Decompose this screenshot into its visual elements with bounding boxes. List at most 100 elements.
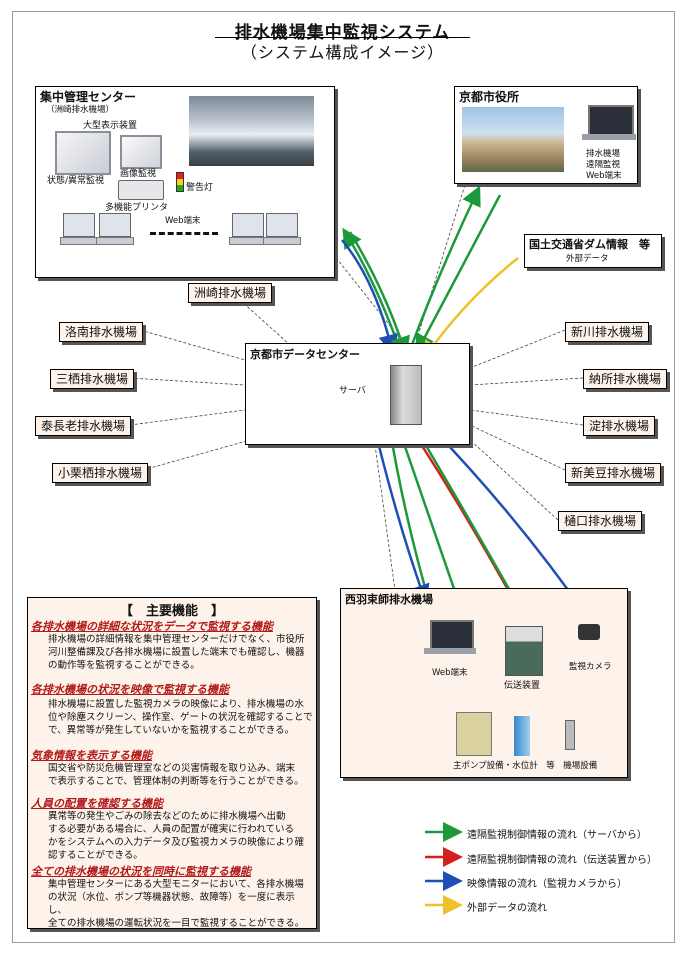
feature-line: 排水機場に設置した監視カメラの映像により、排水機場の水	[48, 699, 304, 710]
feature-heading-1: 各排水機場の詳細な状況をデータで監視する機能	[31, 620, 273, 633]
data-center-box	[245, 343, 470, 445]
laptop-icon	[430, 620, 474, 650]
legend-item-blue: 映像情報の流れ（監視カメラから）	[467, 879, 627, 890]
feature-line: 河川整備課及び各排水機場に設置した端末でも確認し、機器	[48, 647, 305, 658]
keyboard-icon	[96, 237, 134, 245]
feature-line: 集中管理センターにある大型モニターにおいて、各排水機場	[48, 879, 304, 890]
external-data-title: 国土交通省ダム情報 等	[529, 238, 650, 251]
legend-item-yellow: 外部データの流れ	[467, 903, 547, 914]
laptop-icon	[588, 105, 634, 137]
feature-heading-2: 各排水機場の状況を映像で監視する機能	[31, 683, 229, 696]
station-ogurusu: 小栗栖排水機場	[52, 463, 149, 483]
title-underline	[215, 37, 470, 38]
arrow-blue-to-datacenter	[341, 239, 399, 355]
legend-item-red: 遠隔監視制御情報の流れ（伝送装置から）	[467, 855, 657, 866]
feature-heading-3: 気象情報を表示する機能	[31, 749, 152, 762]
arrow-green-from-cityoffice	[415, 194, 502, 355]
keyboard-icon	[229, 237, 267, 245]
station-web-terminal-label: Web端末	[432, 668, 468, 678]
printer-label: 多機能プリンタ	[105, 203, 169, 213]
printer-icon	[118, 180, 164, 200]
city-terminal-line3: Web端末	[586, 171, 622, 181]
city-terminal-line2: 遠隔監視	[586, 160, 621, 170]
control-room-photo	[189, 96, 314, 166]
city-hall-photo	[462, 107, 564, 172]
camera-icon	[578, 624, 600, 640]
arrow-blue-to-web	[376, 441, 430, 605]
pump-panel-icon	[456, 712, 492, 756]
page-title: 排水機場集中監視システム	[234, 23, 451, 43]
arrow-green-from-center	[348, 231, 410, 357]
equipment-icon	[565, 720, 575, 750]
control-center-subtitle: （洲崎排水機場）	[46, 105, 115, 115]
pc-icon	[63, 213, 95, 237]
warning-light-label: 警告灯	[186, 183, 214, 193]
data-center-title: 京都市データセンター	[250, 348, 360, 361]
station-yodo: 淀排水機場	[583, 416, 656, 436]
feature-line: の動作等を監視することができる。	[48, 660, 200, 671]
feature-body-4: 異常等の発生やごみの除去などのために排水機場へ出動 する必要がある場合に、人員の…	[48, 810, 313, 862]
feature-line: 全ての排水機場の運転状況を一目で監視することができる。	[48, 918, 305, 929]
feature-body-1: 排水機場の詳細情報を集中管理センターだけでなく、市役所 河川整備課及び各排水機場…	[48, 633, 313, 672]
transmitter-label: 伝送装置	[504, 681, 541, 691]
large-display-label: 大型表示装置	[83, 121, 138, 131]
station-hiroguchi: 樋口排水機場	[558, 511, 643, 531]
feature-line: で表示することで、管理体制の判断等を行うことができる。	[48, 776, 304, 787]
station-taichoro: 泰長老排水機場	[35, 416, 132, 436]
status-monitor-label: 状態/異常監視	[47, 176, 105, 186]
station-nosho: 納所排水機場	[583, 369, 668, 389]
feature-line: 認することができる。	[48, 850, 143, 861]
camera-label: 監視カメラ	[569, 662, 612, 672]
pc-icon	[232, 213, 264, 237]
page-frame	[12, 11, 675, 943]
feature-line: する必要がある場合に、人員の配置が確実に行われている	[48, 824, 294, 835]
terminal-ellipsis	[150, 232, 218, 235]
equipment-label: 主ポンプ設備・水位計 等 機場設備	[453, 761, 598, 771]
station-susaki: 洲崎排水機場	[188, 283, 273, 303]
feature-heading-5: 全ての排水機場の状況を同時に監視する機能	[31, 865, 251, 878]
features-heading: 【 主要機能 】	[119, 604, 224, 619]
city-office-title: 京都市役所	[459, 90, 520, 104]
features-panel: 【 主要機能 】 各排水機場の詳細な状況をデータで監視する機能 排水機場の詳細情…	[27, 597, 317, 929]
laptop-base-icon	[424, 648, 476, 654]
control-center-title: 集中管理センター	[40, 90, 137, 104]
nishihazukashi-title: 西羽束師排水機場	[345, 593, 433, 606]
arrow-green-to-web	[388, 429, 438, 617]
station-rakunan: 洛南排水機場	[59, 322, 144, 342]
feature-line: 国交省や防災危機管理室などの災害情報を取り込み、端末	[48, 763, 296, 774]
feature-body-3: 国交省や防災危機管理室などの災害情報を取り込み、端末 で表示することで、管理体制…	[48, 762, 313, 788]
feature-line: 異常等の発生やごみの除去などのために排水機場へ出動	[48, 811, 286, 822]
feature-line: の状況（水位、ポンプ等機器状態、故障等）を一度に表示し、	[48, 892, 295, 916]
pc-icon	[99, 213, 131, 237]
city-terminal-line1: 排水機場	[586, 149, 621, 159]
web-terminal-label: Web端末	[165, 216, 201, 226]
external-data-sub: 外部データ	[566, 254, 609, 264]
external-data-box	[524, 234, 662, 268]
water-level-icon	[514, 716, 530, 756]
dashed-links	[129, 184, 584, 591]
feature-line: 位や除塵スクリーン、操作室、ゲートの状況を確認することで	[48, 712, 313, 723]
server-icon	[390, 365, 422, 425]
page-subtitle: （システム構成イメージ）	[240, 43, 445, 62]
station-shinkawa: 新川排水機場	[565, 322, 650, 342]
transmitter-icon	[505, 626, 543, 676]
arrow-green-to-cityoffice	[408, 185, 481, 351]
keyboard-icon	[263, 237, 301, 245]
feature-body-2: 排水機場に設置した監視カメラの映像により、排水機場の水 位や除塵スクリーン、操作…	[48, 698, 313, 737]
feature-line: で、異常等が発生していないかを監視することができる。	[48, 725, 295, 736]
image-monitor-label: 画像監視	[120, 169, 157, 179]
keyboard-icon	[60, 237, 98, 245]
legend-item-green: 遠隔監視制御情報の流れ（サーバから）	[467, 830, 647, 841]
station-shinmameshima: 新美豆排水機場	[565, 463, 662, 483]
server-label: サーバ	[339, 386, 366, 396]
feature-heading-4: 人員の配置を確認する機能	[31, 797, 163, 810]
pc-icon	[266, 213, 298, 237]
arrow-green-to-transmitter	[416, 431, 525, 617]
feature-line: かをシステムへの入力データ及び監視カメラの映像により確	[48, 837, 305, 848]
warning-light-icon	[176, 172, 184, 192]
laptop-base-icon	[582, 134, 636, 140]
feature-line: 排水機場の詳細情報を集中管理センターだけでなく、市役所	[48, 634, 305, 645]
feature-body-5: 集中管理センターにある大型モニターにおいて、各排水機場 の状況（水位、ポンプ等機…	[48, 878, 313, 930]
image-monitor-icon	[120, 135, 162, 169]
station-sanzumi: 三栖排水機場	[50, 369, 135, 389]
